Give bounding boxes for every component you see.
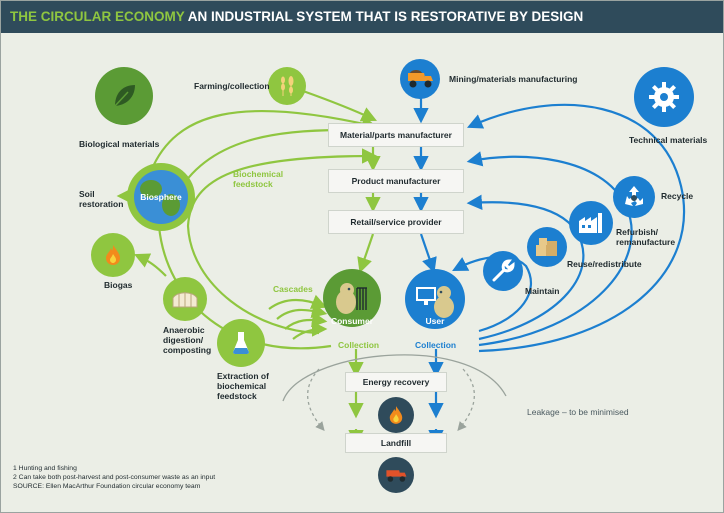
footnote-source: SOURCE: Ellen MacArthur Foundation circu… (13, 482, 201, 490)
collection-green-label: Collection (338, 340, 380, 350)
cascades-label: Cascades (273, 284, 313, 294)
footnotes: 1 Hunting and fishing 2 Can take both po… (13, 465, 215, 491)
refurbish-label: Refurbish/ remanufacture (616, 227, 676, 247)
flask-icon (217, 319, 265, 367)
technical-materials-label: Technical materials (629, 135, 708, 145)
box-landfill: Landfill (346, 434, 446, 452)
landfill-truck-icon (378, 457, 414, 493)
user-label: User (425, 316, 445, 326)
globe-icon (127, 163, 195, 231)
recycle-icon (613, 176, 655, 218)
extraction-label: Extraction of biochemical feedstock (217, 371, 269, 401)
maintain-label: Maintain (525, 286, 560, 296)
arrow-to-biogas (133, 253, 167, 277)
wheat-fish-icon (268, 67, 306, 105)
box-retail-service-provider: Retail/service provider (329, 211, 463, 233)
biochemical-feedstock-label: Biochemical feedstock (233, 169, 284, 189)
soil-restoration-label: Soil restoration (79, 189, 124, 209)
bio-loop-outer (149, 109, 378, 172)
collection-blue-label: Collection (415, 340, 457, 350)
anaerobic-digestion-label: Anaerobic digestion/ composting (163, 325, 212, 355)
boxes-icon (527, 227, 567, 267)
bio-loop-inner (186, 148, 378, 335)
title-sub: AN INDUSTRIAL SYSTEM THAT IS RESTORATIVE… (187, 9, 584, 24)
recycle-label: Recycle (661, 191, 694, 201)
tech-arrow-user (419, 233, 437, 274)
arrow-farming (302, 89, 377, 122)
farming-collection-label: Farming/collection (194, 81, 270, 91)
footnote-1: 1 Hunting and fishing (13, 465, 77, 472)
consumer-label: Consumer (330, 316, 374, 326)
greenhouse-icon (163, 277, 207, 321)
user-computer-icon (405, 269, 465, 329)
reuse-label: Reuse/redistribute (567, 259, 642, 269)
leakage-label: Leakage – to be minimised (527, 407, 629, 417)
box-product-manufacturer: Product manufacturer (329, 170, 463, 192)
loop-maintain (452, 255, 532, 333)
arrow-to-consumer (357, 233, 375, 274)
flow-arrows (116, 89, 686, 446)
box-energy-recovery: Energy recovery (346, 373, 446, 391)
title-main: THE CIRCULAR ECONOMY (10, 9, 185, 24)
biogas-label: Biogas (104, 280, 133, 290)
leakage-left (307, 368, 325, 431)
leakage-arc (282, 354, 507, 402)
cascade-2 (276, 302, 328, 320)
wrench-icon (483, 251, 523, 291)
leakage-right (457, 368, 475, 431)
footnote-2: 2 Can take both post-harvest and post-co… (13, 473, 216, 481)
cascade-4 (292, 321, 328, 340)
biosphere-label: Biosphere (140, 192, 182, 202)
loop-recycle (466, 103, 686, 353)
energy-flame-icon (378, 397, 414, 433)
factory-icon (569, 201, 613, 245)
cascade-3 (284, 311, 328, 330)
flame-icon (91, 233, 135, 277)
biological-materials-label: Biological materials (79, 139, 160, 149)
gear-icon (634, 67, 694, 127)
bio-loop-biosphere (157, 225, 332, 350)
mining-label: Mining/materials manufacturing (449, 74, 578, 84)
consumer-icon (323, 269, 381, 327)
mining-truck-icon (400, 59, 440, 99)
box-material-parts-manufacturer: Material/parts manufacturer (329, 124, 463, 146)
cascade-1 (268, 294, 328, 310)
leaf-icon (95, 67, 153, 125)
title-bar: THE CIRCULAR ECONOMY AN INDUSTRIAL SYSTE… (1, 1, 723, 33)
